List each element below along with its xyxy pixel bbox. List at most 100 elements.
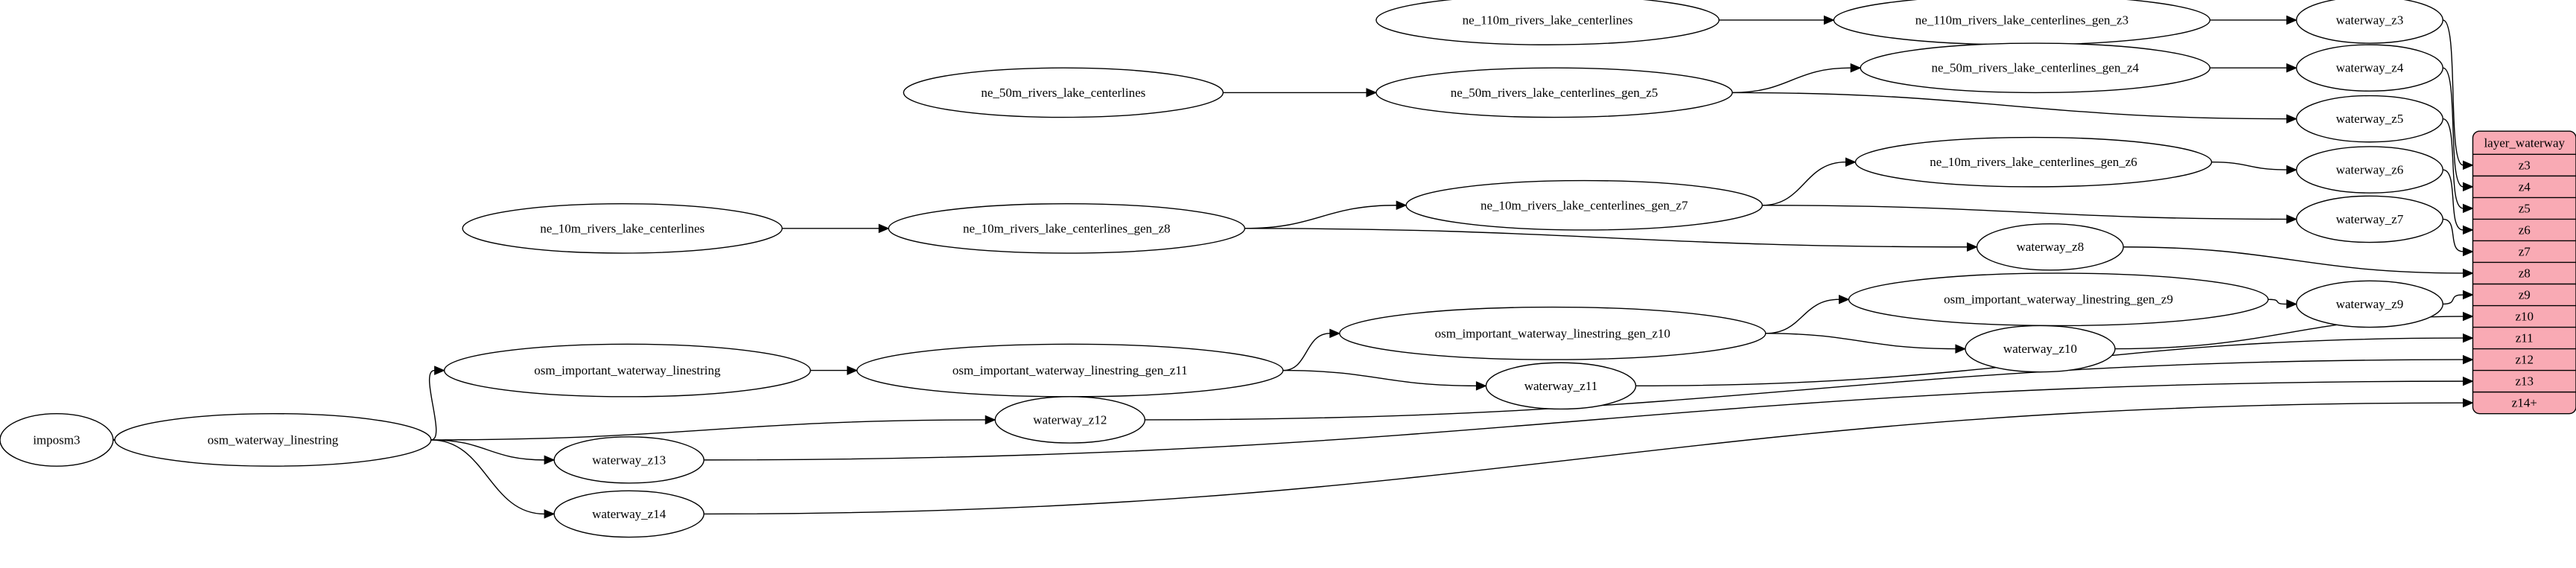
- node-ellipse: [2295, 146, 2443, 194]
- layer-table-row-z11[interactable]: z11: [2516, 331, 2534, 345]
- node-label: waterway_z6: [2336, 163, 2404, 177]
- edge-ne10_z6-to-ww_z6: [2211, 162, 2287, 170]
- edge-ww_z6-to-layer_z6: [2443, 169, 2464, 231]
- node-ww_z3[interactable]: waterway_z3: [2295, 0, 2443, 44]
- node-ww_z11[interactable]: waterway_z11: [1485, 362, 1637, 410]
- edge-ww_z3-to-layer_z3: [2442, 19, 2464, 166]
- node-osm_imp_z11[interactable]: osm_important_waterway_linestring_gen_z1…: [856, 343, 1284, 398]
- layer-table-row-z13[interactable]: z13: [2515, 374, 2534, 389]
- layer-table-row-z7[interactable]: z7: [2519, 244, 2531, 258]
- node-ww_z12[interactable]: waterway_z12: [994, 396, 1146, 444]
- node-ne50[interactable]: ne_50m_rivers_lake_centerlines: [903, 67, 1224, 118]
- arrow-head-icon: [2462, 203, 2474, 214]
- arrow-head-icon: [1967, 242, 1978, 252]
- node-label: waterway_z8: [2017, 240, 2084, 254]
- node-label: waterway_z10: [2003, 342, 2077, 356]
- node-label: waterway_z4: [2336, 61, 2404, 75]
- edge-osm_imp_z11-to-osm_imp_z10: [1282, 333, 1330, 371]
- arrow-head-icon: [2286, 214, 2297, 224]
- node-ellipse: [2295, 195, 2443, 243]
- arrow-head-icon: [544, 509, 556, 519]
- node-ne10[interactable]: ne_10m_rivers_lake_centerlines: [462, 202, 783, 254]
- node-label: waterway_z12: [1033, 412, 1107, 427]
- node-osm_imp_ww[interactable]: osm_important_waterway_linestring: [443, 343, 811, 398]
- edge-ne50_z5-to-ww_z5: [1732, 92, 2287, 120]
- arrow-head-icon: [2462, 268, 2474, 278]
- layer-table-row-z3[interactable]: z3: [2519, 158, 2531, 172]
- arrow-head-icon: [2462, 376, 2474, 386]
- node-label: ne_110m_rivers_lake_centerlines_gen_z3: [1915, 13, 2128, 27]
- edge-osm_ww-to-osm_imp_ww: [428, 369, 437, 441]
- arrow-head-icon: [2462, 354, 2474, 365]
- arrow-head-icon: [2462, 398, 2474, 408]
- node-osm_imp_z10[interactable]: osm_important_waterway_linestring_gen_z1…: [1339, 306, 1766, 360]
- layer-table-row-z6[interactable]: z6: [2519, 223, 2531, 237]
- node-label: osm_important_waterway_linestring_gen_z1…: [953, 363, 1188, 377]
- edge-ne10_z8-to-ww_z8: [1244, 228, 1968, 248]
- node-ne10_z8[interactable]: ne_10m_rivers_lake_centerlines_gen_z8: [888, 202, 1246, 254]
- node-ellipse: [1848, 272, 2269, 327]
- node-ellipse: [1965, 325, 2116, 373]
- arrow-head-icon: [2462, 182, 2474, 192]
- node-label: osm_important_waterway_linestring_gen_z1…: [1435, 326, 1670, 340]
- node-ww_z6[interactable]: waterway_z6: [2295, 146, 2443, 194]
- node-ellipse: [2295, 44, 2443, 92]
- node-ww_z4[interactable]: waterway_z4: [2295, 44, 2443, 92]
- arrow-head-icon: [2462, 246, 2474, 257]
- node-ww_z5[interactable]: waterway_z5: [2295, 95, 2443, 143]
- arrow-head-icon: [2462, 290, 2474, 300]
- node-label: ne_10m_rivers_lake_centerlines_gen_z6: [1930, 155, 2137, 169]
- layer-table-row-z4[interactable]: z4: [2519, 179, 2531, 194]
- node-ww_z8[interactable]: waterway_z8: [1976, 223, 2124, 271]
- node-label: ne_50m_rivers_lake_centerlines_gen_z5: [1451, 86, 1659, 100]
- node-label: ne_50m_rivers_lake_centerlines: [981, 86, 1145, 100]
- node-label: waterway_z7: [2336, 212, 2404, 226]
- node-ww_z13[interactable]: waterway_z13: [553, 436, 705, 484]
- node-imposm3[interactable]: imposm3: [0, 412, 114, 467]
- node-ellipse: [553, 436, 705, 484]
- node-ne110[interactable]: ne_110m_rivers_lake_centerlines: [1376, 0, 1720, 45]
- edge-ww_z4-to-layer_z4: [2442, 67, 2464, 188]
- node-osm_ww[interactable]: osm_waterway_linestring: [114, 412, 432, 467]
- node-ww_z14[interactable]: waterway_z14: [553, 490, 705, 538]
- arrow-head-icon: [847, 366, 859, 375]
- node-ellipse: [462, 202, 783, 254]
- layer-table-row-z5[interactable]: z5: [2519, 201, 2531, 215]
- arrow-head-icon: [2286, 114, 2297, 124]
- node-ellipse: [1376, 67, 1733, 118]
- node-ne10_z7[interactable]: ne_10m_rivers_lake_centerlines_gen_z7: [1405, 179, 1764, 231]
- layer-table-row-z8[interactable]: z8: [2519, 266, 2531, 280]
- arrow-head-icon: [2462, 160, 2474, 170]
- edge-ww_z8-to-layer_z8: [2123, 246, 2464, 274]
- arrow-head-icon: [878, 223, 890, 234]
- node-label: osm_important_waterway_linestring_gen_z9: [1944, 293, 2173, 307]
- node-ww_z7[interactable]: waterway_z7: [2295, 195, 2443, 243]
- node-ellipse: [994, 396, 1146, 444]
- node-ne110_z3[interactable]: ne_110m_rivers_lake_centerlines_gen_z3: [1833, 0, 2211, 45]
- node-ww_z10[interactable]: waterway_z10: [1965, 325, 2116, 373]
- edge-ne50_z5-to-ne50_z4: [1732, 67, 1851, 94]
- node-ne50_z5[interactable]: ne_50m_rivers_lake_centerlines_gen_z5: [1376, 67, 1733, 118]
- node-osm_imp_z9[interactable]: osm_important_waterway_linestring_gen_z9: [1848, 272, 2269, 327]
- node-label: ne_110m_rivers_lake_centerlines: [1463, 13, 1633, 27]
- arrow-head-icon: [2286, 165, 2297, 175]
- node-ne10_z6[interactable]: ne_10m_rivers_lake_centerlines_gen_z6: [1854, 136, 2213, 188]
- node-label: ne_10m_rivers_lake_centerlines: [540, 221, 705, 235]
- layer-table-row-z12[interactable]: z12: [2515, 353, 2534, 367]
- node-ellipse: [2295, 280, 2443, 328]
- edge-osm_ww-to-ww_z12: [430, 419, 986, 441]
- layer-table-row-z9[interactable]: z9: [2519, 288, 2531, 302]
- node-label: ne_10m_rivers_lake_centerlines_gen_z8: [963, 221, 1171, 235]
- node-ellipse: [114, 412, 432, 467]
- arrow-head-icon: [1329, 328, 1341, 339]
- node-label: waterway_z11: [1524, 379, 1598, 393]
- layer-table-row-z10[interactable]: z10: [2515, 310, 2534, 324]
- arrow-head-icon: [1845, 157, 1857, 167]
- edge-ne10_z7-to-ww_z7: [1762, 205, 2287, 220]
- node-ellipse: [1405, 179, 1764, 231]
- node-ne50_z4[interactable]: ne_50m_rivers_lake_centerlines_gen_z4: [1860, 42, 2211, 94]
- layer-table-row-z14plus[interactable]: z14+: [2512, 396, 2537, 410]
- node-ww_z9[interactable]: waterway_z9: [2295, 280, 2443, 328]
